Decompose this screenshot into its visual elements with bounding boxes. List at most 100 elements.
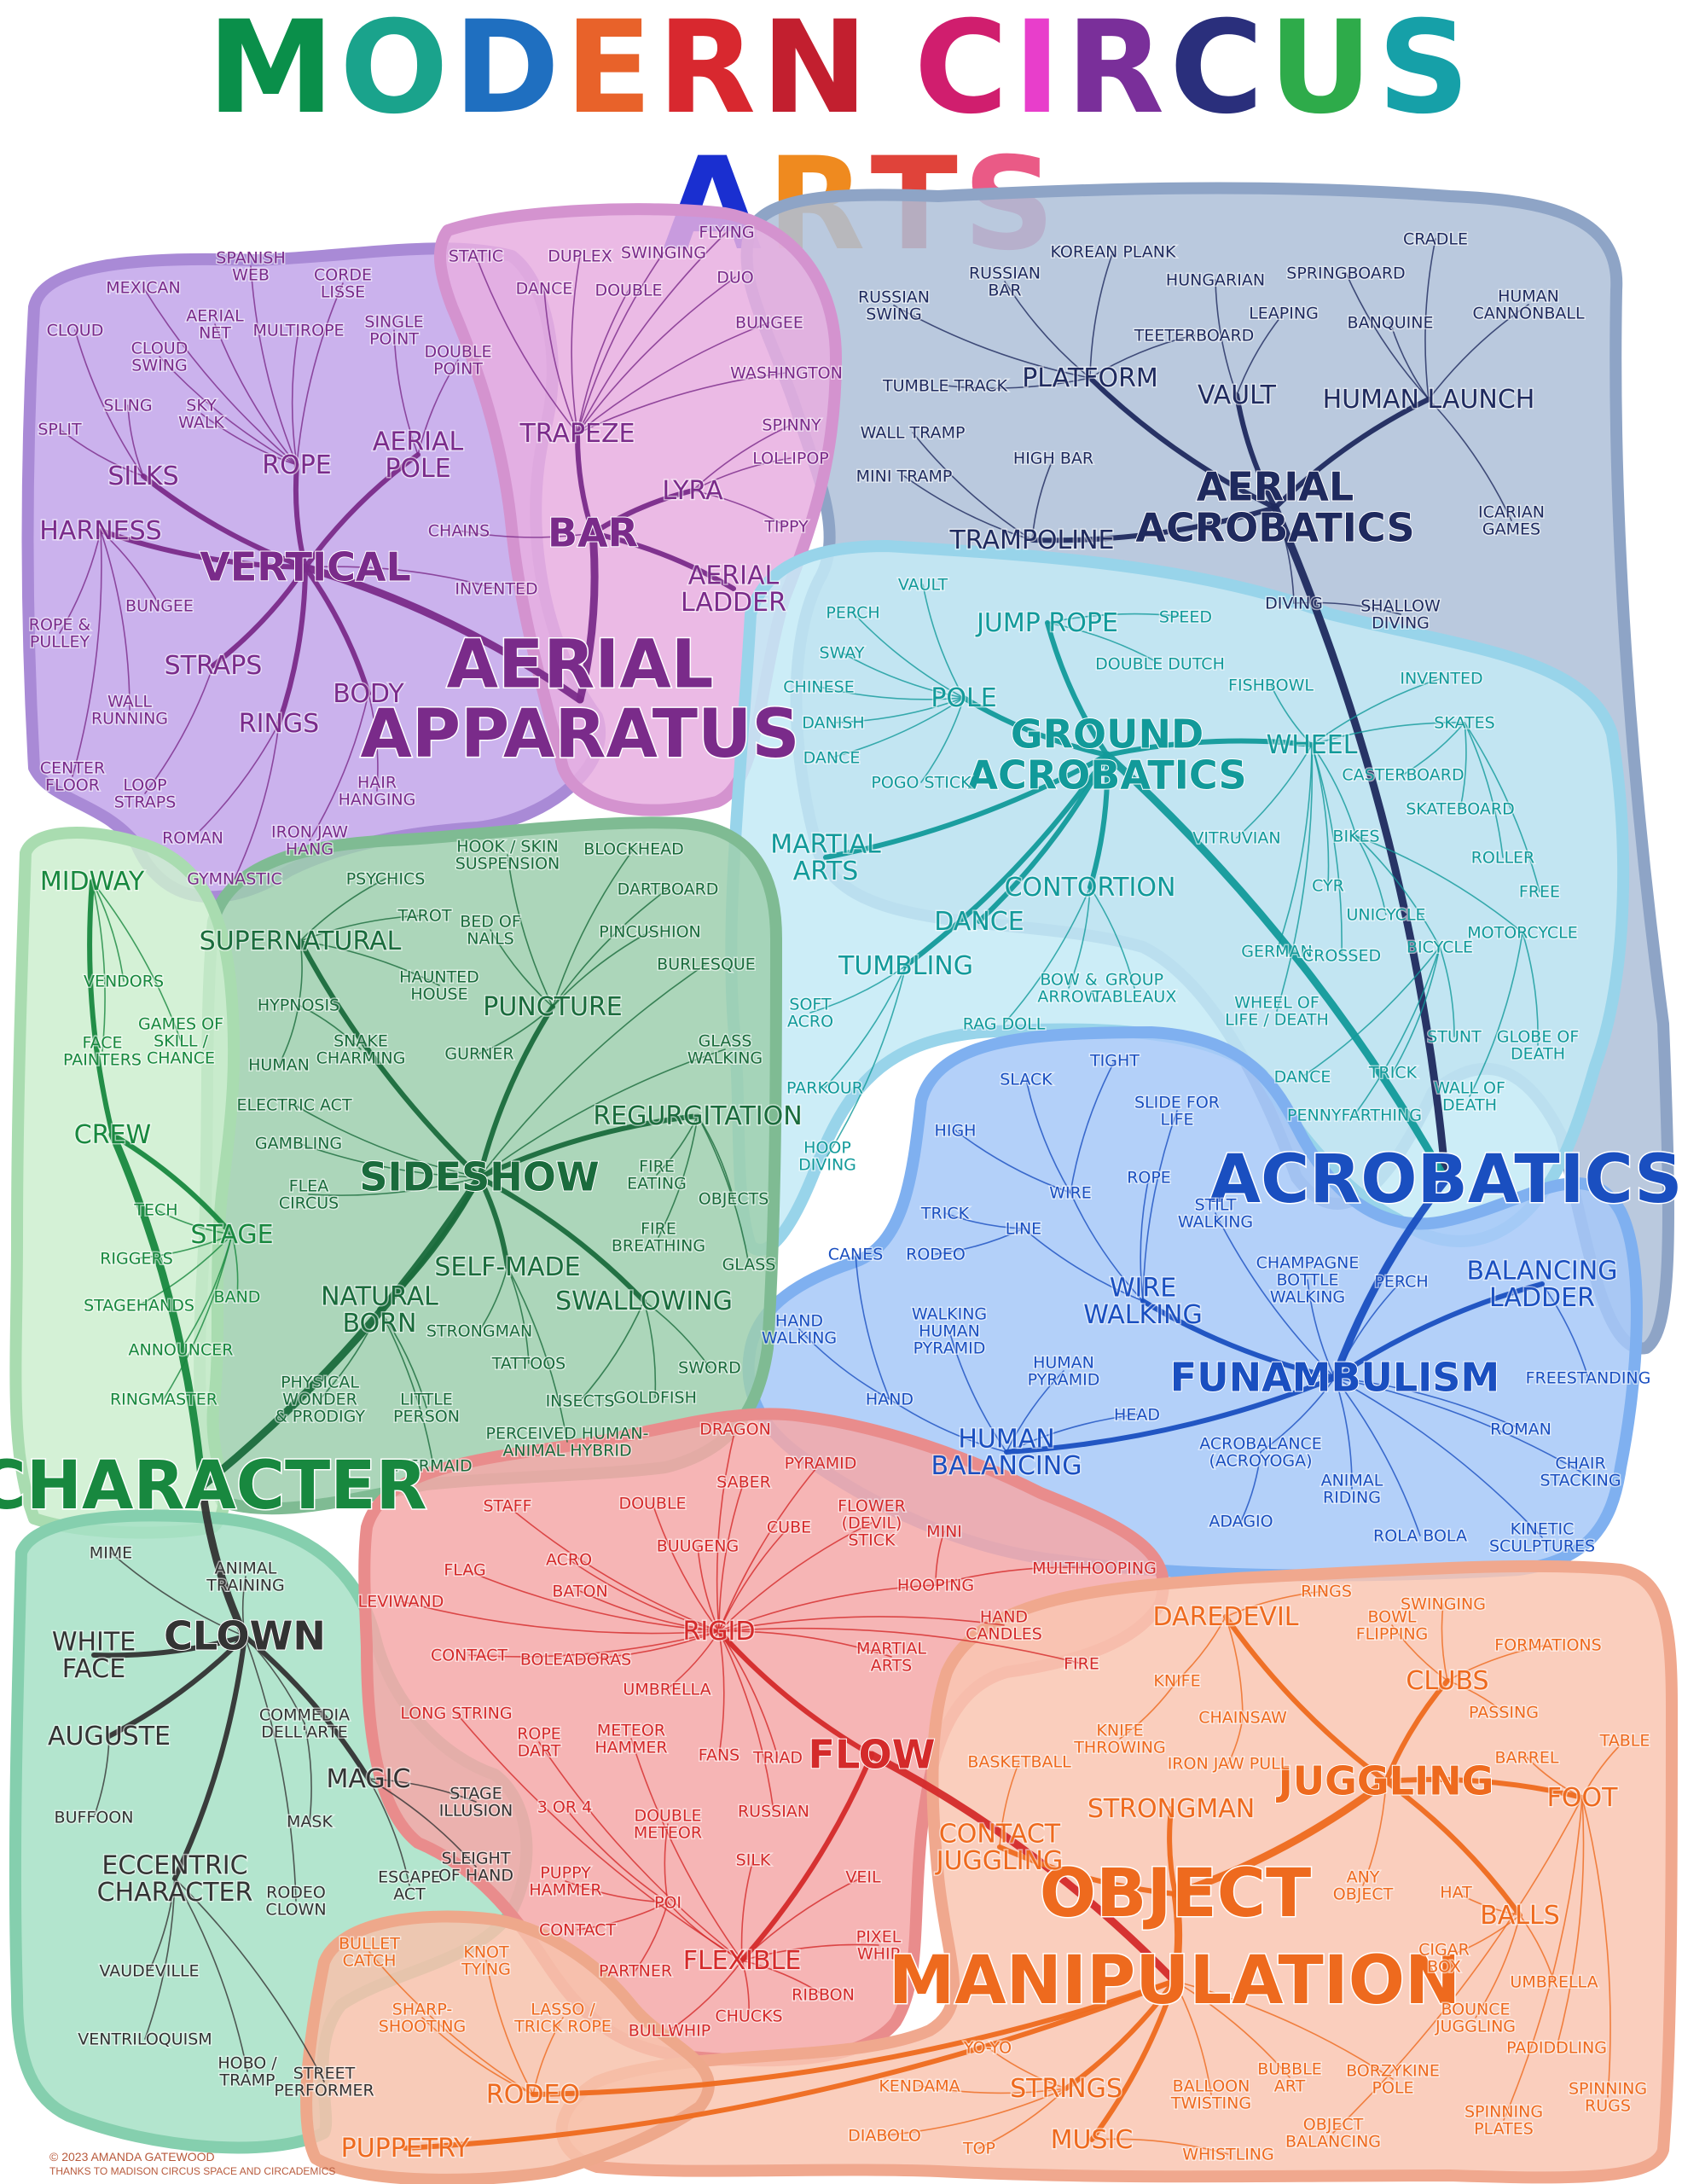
- connector-swallowing-goldfish: [643, 1300, 657, 1398]
- topic-strongman-s: STRONGMAN: [425, 1321, 533, 1342]
- topic-flow: FLOW: [808, 1730, 937, 1778]
- connector-rigid-pyramid_fl: [718, 1462, 821, 1632]
- topic-tumbling: TUMBLING: [837, 950, 975, 983]
- connector-juggling-foot: [1383, 1776, 1585, 1800]
- topic-label: FANS: [699, 1745, 740, 1764]
- rodeo-region: [300, 1910, 715, 2184]
- topic-tippy: TIPPY: [763, 516, 810, 537]
- topic-label: MERMAID: [394, 1456, 472, 1475]
- topic-dragon: DRAGON: [699, 1419, 773, 1440]
- topic-electric-act: ELECTRIC ACT: [235, 1095, 354, 1116]
- topic-whistling: WHISTLING: [1181, 2144, 1275, 2165]
- topic-label: HOOPING: [897, 1576, 974, 1594]
- topic-german: GERMAN: [1240, 941, 1314, 962]
- connector-bicycle-pennyfarthing: [1354, 946, 1441, 1116]
- topic-juggling: JUGGLING: [1275, 1757, 1495, 1804]
- topic-swinging-t: SWINGING: [620, 242, 708, 264]
- topic-announcer: ANNOUNCER: [127, 1339, 235, 1361]
- topic-perceived: PERCEIVED HUMAN-ANIMAL HYBRID: [484, 1423, 650, 1461]
- topic-label: SLING: [103, 396, 152, 415]
- connector-rodeo-sharpshooting: [421, 2017, 534, 2095]
- topic-label: TECH: [133, 1200, 177, 1219]
- topic-label: TUMBLING: [838, 951, 973, 981]
- connector-flexible-silk_fl: [740, 1859, 754, 1961]
- topic-rag-doll: RAG DOLL: [961, 1014, 1047, 1035]
- connector-rope-mexican: [142, 287, 298, 466]
- connector-silks-sling: [127, 404, 144, 477]
- connector-rigid-umbrella_fl: [666, 1630, 720, 1690]
- connector-daredevil-knife: [1176, 1616, 1227, 1682]
- connector-rodeo-lasso: [532, 2017, 564, 2095]
- connector-pole-perch_g: [852, 612, 965, 699]
- topic-label: ANNOUNCER: [129, 1340, 234, 1359]
- connector-acrobalance-adagio: [1240, 1451, 1262, 1522]
- connector-platform-russian_swing: [893, 305, 1091, 379]
- connector-silks-split: [59, 428, 144, 477]
- topic-label: BAND: [214, 1287, 261, 1306]
- connector-funambulism-wire_walking: [1140, 1298, 1337, 1380]
- topic-trapeze: TRAPEZE: [518, 418, 636, 450]
- topic-pincushion: PINCUSHION: [598, 921, 703, 943]
- topic-label: PERCH: [826, 603, 879, 622]
- connector-vertical-straps: [211, 565, 308, 668]
- connector-rodeo-bullet_catch: [368, 1951, 534, 2095]
- connector-pole-danish: [832, 697, 965, 723]
- connector-wheel-vitruvian: [1236, 744, 1313, 839]
- connector-hypnosis-snake_charming: [298, 1004, 362, 1050]
- topic-flag: FLAG: [443, 1560, 487, 1581]
- topic-label: HUMAN LAUNCH: [1323, 385, 1535, 415]
- topic-kendama: KENDAMA: [878, 2076, 961, 2097]
- title-letter: S: [1378, 0, 1476, 142]
- topic-wheel: WHEEL: [1265, 729, 1359, 762]
- connector-lyra-lollipop: [692, 457, 792, 491]
- topic-dance-t: DANCE: [514, 278, 574, 299]
- connector-auguste-buffoon: [93, 1735, 110, 1818]
- topic-tumble-track: TUMBLE TRACK: [881, 375, 1010, 397]
- connector-skates-roller: [1464, 722, 1504, 858]
- topic-label: LOLLIPOP: [752, 449, 829, 468]
- topic-wall-tramp: WALL TRAMP: [859, 422, 966, 444]
- connector-supernatural-psychics: [299, 878, 386, 942]
- connector-skates-casterboard: [1402, 722, 1465, 775]
- topic-dance-p: DANCE: [802, 747, 861, 769]
- connector-wire_walking-line_f: [1023, 1228, 1144, 1302]
- title-letter: C: [914, 0, 1013, 142]
- topic-label: FLOW: [809, 1731, 936, 1777]
- topic-label: FIRE: [1064, 1654, 1099, 1673]
- topic-invented-a: INVENTED: [454, 578, 539, 600]
- topic-cube: CUBE: [765, 1517, 812, 1538]
- topic-double-t: DOUBLE: [594, 280, 664, 301]
- topic-label: POLE: [931, 683, 996, 713]
- topic-label: VENTRILOQUISM: [78, 2030, 212, 2048]
- topic-label: JUGGLING: [1276, 1757, 1494, 1804]
- connector-puncture-dartboard: [552, 888, 669, 1008]
- connector-knife-knife_throwing: [1119, 1680, 1178, 1740]
- topic-bow-arrow: BOW &ARROW: [1036, 969, 1101, 1008]
- topic-clubs: CLUBS: [1405, 1665, 1490, 1698]
- connector-trapeze-washington: [577, 372, 787, 434]
- connector-rigid-fire: [718, 1627, 1082, 1664]
